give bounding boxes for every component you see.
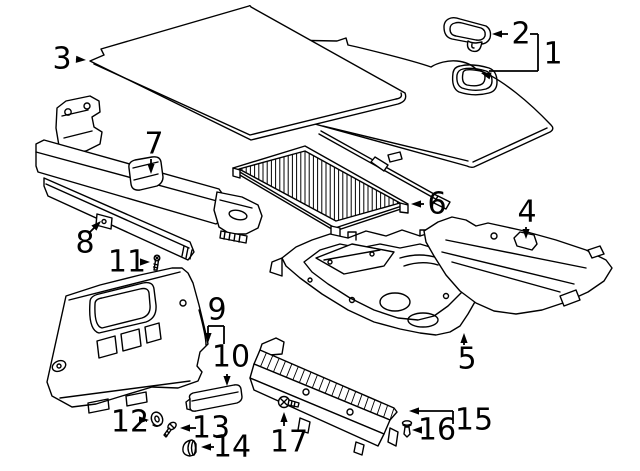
callout-label-9: 9 <box>207 293 226 328</box>
screw-17-drawing <box>277 395 300 409</box>
scuff-plate-drawing <box>185 384 243 412</box>
callout-label-12: 12 <box>111 405 149 440</box>
callout-arrow-7 <box>147 164 155 174</box>
callout-14[interactable]: 14 <box>201 430 251 465</box>
callout-label-3: 3 <box>52 42 71 77</box>
side-tray-drawing <box>423 216 613 315</box>
callout-2[interactable]: 2 <box>492 17 531 52</box>
callout-9[interactable]: 9 <box>204 293 227 345</box>
callout-arrow-9 <box>204 333 212 343</box>
callout-label-17: 17 <box>270 425 308 460</box>
callout-arrow-13 <box>180 424 190 432</box>
callout-label-10: 10 <box>212 340 250 375</box>
callout-8[interactable]: 8 <box>75 218 103 261</box>
callout-arrow-11 <box>140 258 150 266</box>
callout-label-1: 1 <box>543 37 562 72</box>
callout-17[interactable]: 17 <box>270 412 308 460</box>
callout-10[interactable]: 10 <box>212 340 250 387</box>
callout-arrow-6 <box>411 200 421 208</box>
callout-arrow-17 <box>280 412 288 422</box>
callout-arrow-16 <box>412 426 422 434</box>
cargo-mat-drawing <box>89 4 407 141</box>
callout-label-15: 15 <box>455 403 493 438</box>
callout-arrow-8 <box>91 221 101 231</box>
callout-arrow-14 <box>201 443 211 451</box>
callout-4[interactable]: 4 <box>517 195 537 240</box>
callout-label-16: 16 <box>418 413 456 448</box>
quarter-trim-panel-drawing <box>46 267 209 414</box>
callout-arrow-5 <box>460 333 468 343</box>
callout-16[interactable]: 16 <box>412 413 456 448</box>
rear-rail-drawing <box>35 95 263 261</box>
handle-drawing <box>443 16 492 53</box>
callout-1[interactable]: 1 <box>480 33 563 80</box>
cable-rod-drawing <box>318 130 451 210</box>
clip-16-drawing <box>401 420 413 438</box>
callout-label-4: 4 <box>517 195 536 230</box>
callout-3[interactable]: 3 <box>52 42 86 77</box>
callout-arrow-10 <box>223 376 231 386</box>
callout-label-7: 7 <box>144 127 163 162</box>
callout-label-5: 5 <box>457 342 476 377</box>
callout-7[interactable]: 7 <box>144 127 164 175</box>
callout-label-2: 2 <box>511 17 530 52</box>
callout-arrow-4 <box>522 229 530 239</box>
callout-11[interactable]: 11 <box>108 245 150 280</box>
sill-plate-drawing <box>249 337 399 456</box>
callout-13[interactable]: 13 <box>180 411 230 446</box>
callout-label-6: 6 <box>427 187 446 222</box>
callout-label-14: 14 <box>213 430 251 465</box>
callout-label-8: 8 <box>75 226 94 261</box>
callout-label-11: 11 <box>108 245 146 280</box>
callout-arrow-12 <box>139 416 149 424</box>
callout-label-13: 13 <box>192 411 230 446</box>
callout-15[interactable]: 15 <box>409 403 493 438</box>
callout-arrow-2 <box>492 30 502 38</box>
callout-arrow-3 <box>75 55 86 63</box>
callout-arrow-15 <box>409 407 419 415</box>
callout-6[interactable]: 6 <box>411 187 447 222</box>
callout-12[interactable]: 12 <box>111 405 149 440</box>
clip-12-drawing <box>150 411 164 427</box>
callout-5[interactable]: 5 <box>457 333 477 377</box>
cap-14-drawing <box>182 439 197 457</box>
screw-13-drawing <box>163 421 177 438</box>
callout-arrow-1 <box>481 72 492 80</box>
screw-11-drawing <box>152 254 161 271</box>
